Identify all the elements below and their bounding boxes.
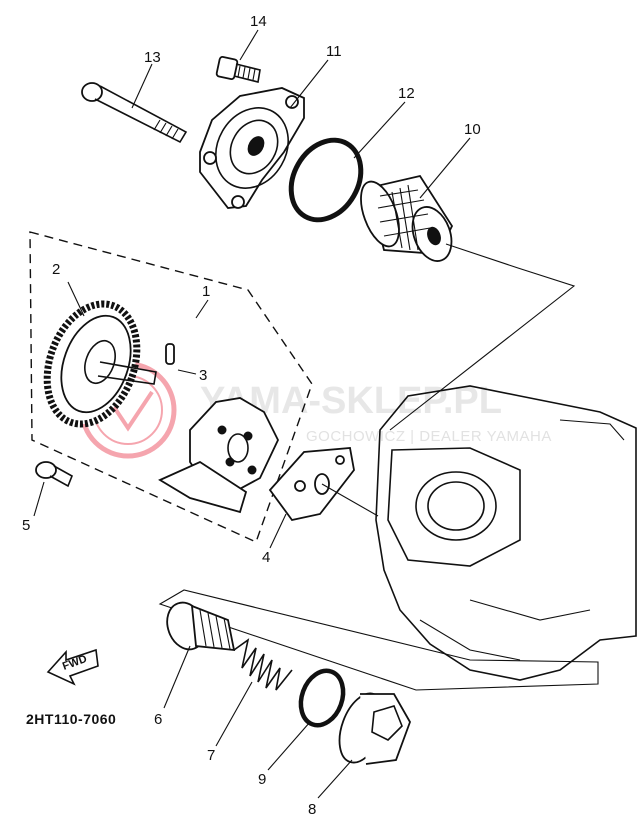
callout-7: 7	[207, 747, 215, 764]
fwd-label: FWD	[61, 653, 89, 673]
leader-6	[163, 645, 191, 709]
part-8-drain-plug	[338, 692, 411, 765]
callout-2: 2	[52, 261, 60, 278]
assembly-1-dashed-outline	[29, 231, 313, 543]
part-7-spring	[233, 638, 293, 691]
callout-10: 10	[464, 121, 481, 138]
callout-11: 11	[326, 43, 342, 60]
leader-5	[33, 481, 45, 517]
part-9-o-ring	[298, 668, 346, 728]
leader-10	[419, 137, 471, 199]
leader-13	[131, 63, 153, 109]
leader-11	[289, 59, 329, 109]
leader-7	[215, 681, 253, 747]
leader-8	[317, 759, 353, 799]
watermark-dealer: GOCHOWICZ | DEALER YAMAHA	[306, 428, 552, 445]
leader-3	[177, 369, 197, 375]
leader-filter-to-engine	[389, 243, 576, 431]
callout-9: 9	[258, 771, 266, 788]
part-4-gasket	[268, 447, 355, 522]
callout-8: 8	[308, 801, 316, 818]
leader-2	[67, 281, 85, 317]
pump-body	[158, 397, 280, 514]
drawing-code: 2HT110-7060	[26, 711, 116, 727]
part-5-screw	[35, 461, 74, 488]
callout-6: 6	[154, 711, 162, 728]
leader-12	[353, 101, 406, 159]
part-12-o-ring	[288, 137, 364, 223]
leader-gasket-to-engine	[321, 483, 379, 517]
part-14-bolt	[215, 56, 261, 83]
part-11-filter-cover	[199, 87, 305, 209]
leader-4	[269, 513, 287, 549]
part-6-strainer	[166, 601, 236, 652]
callout-3: 3	[199, 367, 207, 384]
part-13-long-bolt	[81, 82, 188, 144]
callout-4: 4	[262, 549, 270, 566]
part-2-gear	[43, 300, 157, 428]
callout-14: 14	[250, 13, 267, 30]
watermark: YAMA-SKLEP.PL GOCHOWICZ | DEALER YAMAHA	[79, 361, 552, 459]
part-3-pin	[165, 343, 175, 365]
part-10-oil-filter	[360, 174, 454, 262]
leader-14	[239, 29, 259, 61]
leader-1	[195, 299, 209, 319]
callout-5: 5	[22, 517, 30, 534]
fwd-arrow-icon: FWD	[46, 648, 99, 686]
leader-9	[267, 721, 311, 771]
callout-12: 12	[398, 85, 415, 102]
engine-crankcase	[375, 385, 637, 681]
callout-13: 13	[144, 49, 161, 66]
callout-1: 1	[202, 283, 210, 300]
strainer-assembly-outline	[158, 589, 599, 691]
